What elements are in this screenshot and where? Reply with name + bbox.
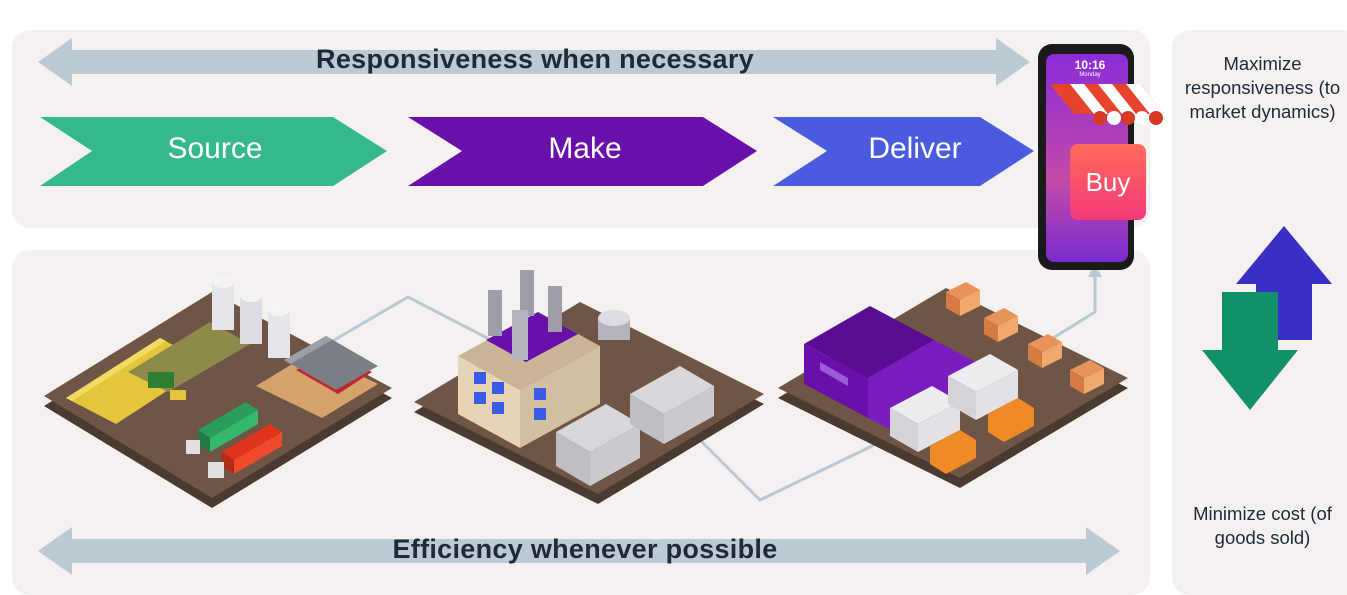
green-container-truck — [186, 402, 258, 454]
maximize-responsiveness-text: Maximize responsiveness (to market dynam… — [1184, 53, 1341, 122]
phone-day: Monday — [1079, 72, 1101, 78]
responsiveness-double-arrow — [38, 38, 1030, 86]
source-chevron — [40, 117, 387, 186]
cargo-boxes — [946, 282, 1104, 394]
minimize-cost-text: Minimize cost (of goods sold) — [1193, 503, 1332, 548]
farm-illustration — [44, 276, 392, 508]
secondary-plant-left — [556, 404, 640, 452]
factory-main-building — [458, 356, 520, 448]
delivery-truck-1 — [890, 386, 976, 474]
deliver-stage-label: Deliver — [868, 132, 962, 165]
factory-illustration — [414, 270, 764, 504]
silos — [212, 276, 290, 358]
down-arrow-icon — [1202, 292, 1298, 410]
flow-connector-arrowhead — [1088, 264, 1102, 277]
diagram-canvas — [38, 38, 1332, 575]
factory-chimneys — [488, 270, 562, 360]
efficiency-banner-text: Efficiency whenever possible — [392, 534, 778, 564]
efficiency-double-arrow — [38, 527, 1120, 575]
delivery-truck-2 — [948, 354, 1034, 442]
harvester — [148, 372, 174, 388]
make-chevron — [408, 117, 757, 186]
shop-awning — [1050, 84, 1164, 125]
buy-label: Buy — [1085, 166, 1131, 197]
source-stage-label: Source — [167, 132, 263, 165]
secondary-plant-right — [630, 366, 714, 414]
warehouse-illustration — [778, 282, 1128, 488]
buy-button — [1070, 144, 1146, 220]
flow-connector-line — [299, 275, 1097, 502]
responsiveness-banner-text: Responsiveness when necessary — [316, 44, 754, 74]
red-container-truck — [208, 424, 282, 478]
deliver-chevron — [773, 117, 1034, 186]
warehouse-building — [804, 306, 934, 378]
phone-time: 10:16 — [1074, 58, 1106, 72]
smartphone — [1038, 44, 1164, 270]
make-stage-label: Make — [548, 132, 622, 165]
